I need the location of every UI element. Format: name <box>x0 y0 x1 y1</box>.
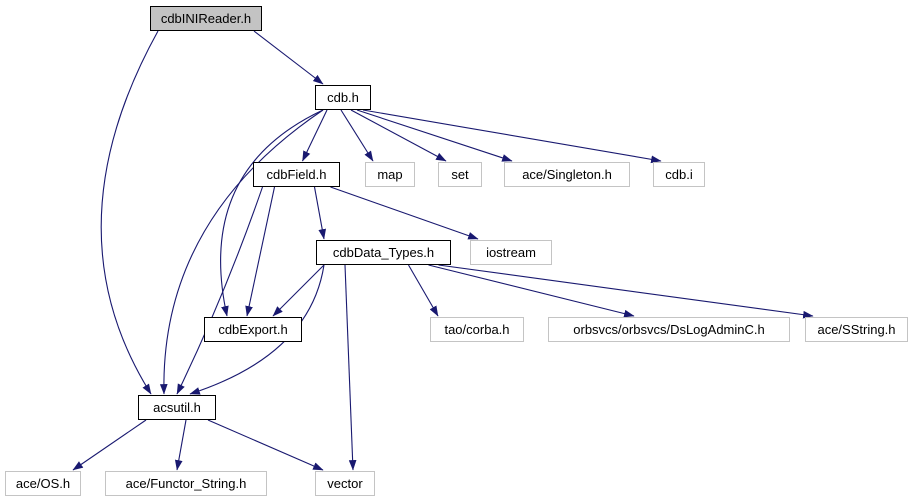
edge-cdbinireader-h-to-cdb-h <box>253 30 324 85</box>
node-acsutil-h[interactable]: acsutil.h <box>138 395 216 420</box>
node-ace-sstring-h: ace/SString.h <box>805 317 908 342</box>
edge-cdbdata-types-h-to-ace-sstring-h <box>438 264 814 319</box>
edge-cdbdata-types-h-to-acsutil-h <box>189 264 325 395</box>
edge-cdbfield-h-to-cdbexport-h <box>245 186 276 317</box>
edge-cdbfield-h-to-acsutil-h <box>176 186 264 395</box>
edge-acsutil-h-to-ace-os-h <box>72 419 147 471</box>
node-cdbinireader-h: cdbINIReader.h <box>150 6 262 31</box>
node-cdbdata-types-h[interactable]: cdbData_Types.h <box>316 240 451 265</box>
node-cdbexport-h[interactable]: cdbExport.h <box>204 317 302 342</box>
edge-cdb-h-to-cdbexport-h <box>220 109 324 317</box>
node-tao-corba-h: tao/corba.h <box>430 317 524 342</box>
edge-cdbdata-types-h-to-tao-corba-h <box>408 264 439 317</box>
edge-cdbinireader-h-to-acsutil-h <box>100 30 159 395</box>
edge-cdb-h-to-set <box>350 109 447 162</box>
edge-cdb-h-to-ace-singleton-h <box>356 109 513 162</box>
node-vector: vector <box>315 471 375 496</box>
node-cdb-i: cdb.i <box>653 162 705 187</box>
edge-cdb-h-to-map <box>340 109 374 162</box>
node-ace-singleton-h: ace/Singleton.h <box>504 162 630 187</box>
node-set: set <box>438 162 482 187</box>
edge-cdbdata-types-h-to-vector <box>344 264 357 471</box>
node-cdb-h[interactable]: cdb.h <box>315 85 371 110</box>
edge-cdbfield-h-to-cdbdata-types-h <box>313 186 327 240</box>
edge-cdbdata-types-h-to-orbsvcs-orbsvcs-dslogadminc-h <box>428 264 635 318</box>
node-ace-functor-string-h: ace/Functor_String.h <box>105 471 267 496</box>
edge-cdbdata-types-h-to-cdbexport-h <box>272 264 325 317</box>
node-map: map <box>365 162 415 187</box>
edge-cdb-h-to-acsutil-h <box>159 109 324 395</box>
node-ace-os-h: ace/OS.h <box>5 471 81 496</box>
edge-cdb-h-to-cdb-i <box>362 109 662 164</box>
edge-cdb-h-to-cdbfield-h <box>302 109 328 162</box>
edge-acsutil-h-to-vector <box>207 419 324 471</box>
edge-cdbfield-h-to-iostream <box>330 186 479 240</box>
node-orbsvcs-orbsvcs-dslogadminc-h: orbsvcs/orbsvcs/DsLogAdminC.h <box>548 317 790 342</box>
edge-acsutil-h-to-ace-functor-string-h <box>174 419 187 471</box>
node-cdbfield-h[interactable]: cdbField.h <box>253 162 340 187</box>
node-iostream: iostream <box>470 240 552 265</box>
